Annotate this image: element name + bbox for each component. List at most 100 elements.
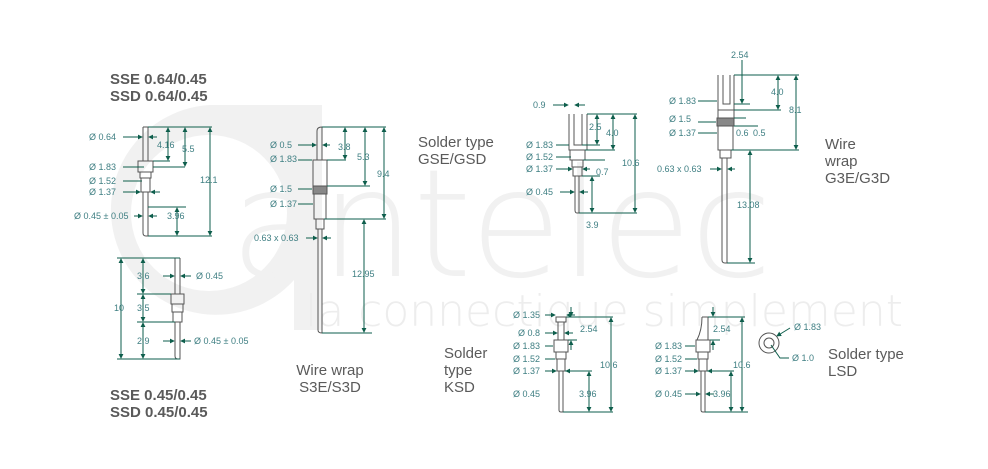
s3e-dimensions (298, 126, 387, 334)
sse045-title-line2: SSD 0.45/0.45 (110, 404, 208, 421)
lsd-cup-len-label: 2.54 (713, 324, 731, 334)
lsd-total-len-label: 10.6 (733, 360, 751, 370)
gse-slot-width-label: 0.9 (533, 100, 546, 110)
ksd-title-line2: type (444, 362, 473, 379)
gse-dimensions (553, 102, 638, 214)
g3e-title-line3: G3E/G3D (825, 170, 891, 187)
s3e-upper-len-label: 5.3 (357, 152, 370, 162)
ksd-pin-outline (553, 316, 569, 413)
s3e-collar-dia-label: Ø 1.83 (270, 154, 297, 164)
watermark-tagline: la connectique simplement (305, 286, 903, 337)
lsd-collar-dia-label: Ø 1.83 (655, 341, 682, 351)
ksd-dimensions (545, 307, 614, 413)
sse045-title-line1: SSE 0.45/0.45 (110, 387, 207, 404)
lsd-ring-icon (758, 332, 780, 354)
g3e-dimensions (698, 60, 799, 264)
gse-title-line2: GSE/GSD (418, 151, 487, 168)
gse-collar-dia-label: Ø 1.83 (526, 140, 553, 150)
sse064-dimensions (123, 126, 213, 237)
lsd-ring-inner-label: Ø 1.0 (792, 353, 814, 363)
g3e-title-line1: Wire (825, 136, 856, 153)
g3e-tail-len-label: 13.08 (737, 200, 760, 210)
gse-tail-len-label: 3.9 (586, 220, 599, 230)
ksd-groove-dia-label: Ø 1.52 (513, 354, 540, 364)
lsd-tail-len-label: 3.96 (713, 389, 731, 399)
s3e-title-line2: S3E/S3D (299, 379, 361, 396)
sse045-title: SSE 0.45/0.45 SSD 0.45/0.45 (110, 387, 208, 421)
ksd-title-line3: KSD (444, 379, 475, 396)
g3e-upper-len-label: 4.0 (771, 87, 784, 97)
watermark-brand: antelec (230, 138, 773, 312)
s3e-tip-len-label: 3.8 (338, 142, 351, 152)
sse045-top-len-label: 3.6 (137, 271, 150, 281)
g3e-title-line2: wrap (825, 153, 858, 170)
sse064-tail-dia-label: Ø 0.45 ± 0.05 (74, 211, 128, 221)
g3e-knurl-dia-label: Ø 1.5 (669, 114, 691, 124)
s3e-pin-outline (312, 126, 328, 334)
lsd-title-line1: Solder type (828, 346, 904, 363)
g3e-body-dia-label: Ø 1.37 (669, 128, 696, 138)
lsd-ring-outer-label: Ø 1.83 (794, 322, 821, 332)
sse064-tip-len-label: 4.16 (157, 140, 175, 150)
gse-title-line1: Solder type (418, 134, 494, 151)
lsd-pin-outline (695, 316, 711, 413)
ksd-tail-len-label: 3.96 (579, 389, 597, 399)
sse064-title-line1: SSE 0.64/0.45 (110, 71, 207, 88)
g3e-knurl-a-label: 0.6 (736, 128, 749, 138)
sse064-groove-dia-label: Ø 1.52 (89, 176, 116, 186)
sse045-dimensions (117, 257, 191, 360)
ksd-body-dia-label: Ø 1.37 (513, 366, 540, 376)
lsd-title-line2: LSD (828, 363, 858, 380)
lsd-dimensions (685, 307, 791, 413)
sse064-upper-len-label: 5.5 (182, 144, 195, 154)
s3e-head-len-label: 9.4 (377, 169, 390, 179)
sse064-total-len-label: 12.1 (200, 175, 218, 185)
gse-pin-outline (568, 114, 588, 214)
sse064-title: SSE 0.64/0.45 SSD 0.64/0.45 (110, 71, 208, 105)
s3e-tail-len-label: 12.95 (352, 269, 375, 279)
watermark-logo-icon (110, 105, 322, 330)
sse064-body-dia-label: Ø 1.37 (89, 187, 116, 197)
sse064-title-line2: SSD 0.64/0.45 (110, 88, 208, 105)
s3e-knurl-dia-label: Ø 1.5 (270, 184, 292, 194)
g3e-title: Wire wrap G3E/G3D (825, 136, 890, 187)
sse045-top-dia-label: Ø 0.45 (196, 271, 223, 281)
s3e-title: Wire wrap S3E/S3D (290, 362, 370, 396)
ksd-tail-dia-label: Ø 0.45 (513, 389, 540, 399)
s3e-square-label: 0.63 x 0.63 (254, 233, 299, 243)
ksd-cup-dia-label: Ø 1.35 (513, 310, 540, 320)
ksd-cup-len-label: 2.54 (580, 324, 598, 334)
gse-total-len-label: 10.6 (622, 158, 640, 168)
g3e-square-label: 0.63 x 0.63 (657, 164, 702, 174)
gse-title: Solder type GSE/GSD (418, 134, 494, 168)
sse045-total-len-label: 10 (114, 303, 124, 313)
ksd-title-line1: Solder (444, 345, 488, 362)
sse045-mid-len-label: 3.5 (137, 303, 150, 313)
ksd-total-len-label: 10.6 (600, 360, 618, 370)
g3e-knurl-b-label: 0.5 (753, 128, 766, 138)
sse045-tail-dia-label: Ø 0.45 ± 0.05 (194, 336, 248, 346)
dimension-labels: Ø 0.64 Ø 1.83 Ø 1.52 Ø 1.37 Ø 0.45 ± 0.0… (74, 50, 821, 399)
lsd-title: Solder type LSD (828, 346, 904, 380)
sse064-tail-len-label: 3.96 (167, 211, 185, 221)
s3e-title-line1: Wire wrap (296, 362, 364, 379)
ksd-hole-dia-label: Ø 0.8 (518, 328, 540, 338)
ksd-title: Solder type KSD (444, 345, 487, 396)
gse-body-dia-label: Ø 1.37 (526, 164, 553, 174)
gse-step-len-label: 0.7 (596, 167, 609, 177)
sse045-tail-len-label: 2.9 (137, 336, 150, 346)
gse-tail-dia-label: Ø 0.45 (526, 187, 553, 197)
gse-upper-len-label: 4.0 (606, 128, 619, 138)
lsd-groove-dia-label: Ø 1.52 (655, 354, 682, 364)
s3e-body-dia-label: Ø 1.37 (270, 199, 297, 209)
sse045-pin-outline (170, 257, 185, 360)
gse-groove-dia-label: Ø 1.52 (526, 152, 553, 162)
g3e-collar-dia-label: Ø 1.83 (669, 96, 696, 106)
g3e-pin-outline (716, 75, 735, 264)
lsd-body-dia-label: Ø 1.37 (655, 366, 682, 376)
sse064-collar-dia-label: Ø 1.83 (89, 162, 116, 172)
sse064-tip-dia-label: Ø 0.64 (89, 132, 116, 142)
s3e-tip-dia-label: Ø 0.5 (270, 140, 292, 150)
lsd-tail-dia-label: Ø 0.45 (655, 389, 682, 399)
g3e-fork-width-label: 2.54 (731, 50, 749, 60)
